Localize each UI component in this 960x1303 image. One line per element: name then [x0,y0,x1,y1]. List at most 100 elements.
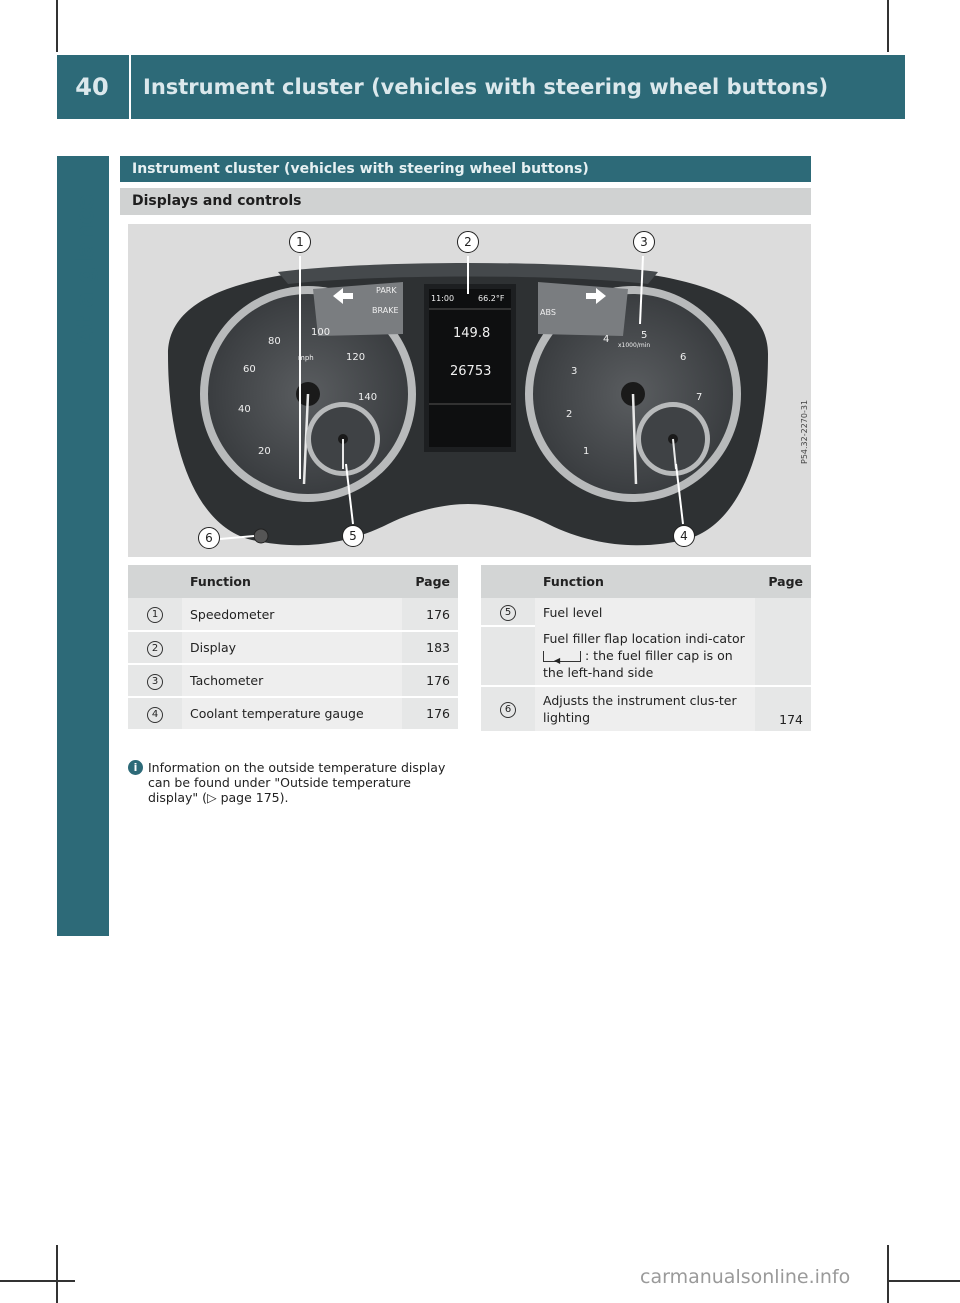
crop-mark-bottom-right-v [887,1245,889,1303]
row-number-badge: 2 [147,640,163,657]
table-header-num [481,565,535,598]
row-number-badge: 5 [500,604,516,621]
instrument-cluster-illustration [128,224,811,557]
row-page [755,626,811,687]
info-note-text: Information on the outside temperature d… [148,760,446,805]
fuel-flap-text-b: : the fuel filler cap is on the left-han… [543,648,733,680]
display-line-3: 26753 [450,364,492,379]
table-header-page: Page [402,565,458,598]
callout-5: 5 [342,525,364,547]
callout-5-label: 5 [349,529,357,543]
function-table-right: Function Page 5 Fuel level Fuel filler f… [481,565,811,733]
table-row: 4 Coolant temperature gauge 176 [128,697,458,731]
row-function: Coolant temperature gauge [182,697,402,731]
brake-label: BRAKE [372,306,399,315]
row-number: 4 [128,697,182,731]
row-number-badge: 1 [147,607,163,623]
row-page: 176 [402,664,458,698]
callout-4-leader [675,463,684,525]
speedo-numbers: 20 40 60 80 100 120 140 mph 1 2 3 4 5 6 … [128,224,811,557]
table-row: 3 Tachometer 176 [128,664,458,698]
tacho-tick-3: 3 [571,366,578,377]
row-function: Fuel filler flap location indi-cator ◀ :… [535,626,755,687]
speedo-tick-20: 20 [258,446,271,457]
right-indicator-panel [538,282,628,336]
subsection-title: Displays and controls [120,188,811,215]
table-header-num [128,565,182,598]
tachometer-needle [631,393,638,485]
table-row: Fuel filler flap location indi-cator ◀ :… [481,626,811,687]
callout-6: 6 [198,527,220,549]
abs-label: ABS [540,308,556,317]
tacho-tick-7: 7 [696,392,703,403]
display-temperature: 66.2°F [478,294,505,303]
figure-code: P54.32-2270-31 [800,399,809,464]
speedo-tick-120: 120 [346,352,366,363]
central-display-screen [429,289,511,447]
page-header: 40 Instrument cluster (vehicles with ste… [57,55,905,119]
table-row: 5 Fuel level [481,598,811,627]
fuel-flap-text-a: Fuel filler flap location indi-cator [543,631,745,646]
crop-mark-bottom-left-h [0,1280,75,1282]
tacho-tick-1: 1 [583,446,590,457]
section-title: Instrument cluster (vehicles with steeri… [120,156,811,182]
display-time: 11:00 [431,294,455,303]
callout-2: 2 [457,231,479,253]
callout-4-label: 4 [680,529,688,543]
watermark: carmanualsonline.info [640,1266,851,1288]
instrument-cluster-figure: 20 40 60 80 100 120 140 mph 1 2 3 4 5 6 … [128,224,811,557]
row-number-badge: 6 [500,702,516,718]
function-table-left: Function Page 1 Speedometer 176 2 Displa… [128,565,458,731]
table-row: 1 Speedometer 176 [128,598,458,632]
row-function: Speedometer [182,598,402,632]
callout-2-label: 2 [464,235,472,249]
row-function: Adjusts the instrument clus-ter lighting [535,686,755,733]
callout-1-label: 1 [296,235,304,249]
table-header-page: Page [755,565,811,598]
speedo-tick-80: 80 [268,336,281,347]
callout-1: 1 [289,231,311,253]
left-turn-arrow-icon [333,288,353,304]
speedo-tick-100: 100 [311,327,331,338]
table-row: 2 Display 183 [128,631,458,665]
tacho-unit-label: x1000/min [618,342,651,349]
row-number [481,626,535,687]
side-tab-label: At a glance [71,193,99,347]
callout-5-leader [345,463,354,525]
crop-mark-top-left-v [56,0,58,52]
right-turn-arrow-icon [586,288,606,304]
info-icon: i [128,760,143,775]
row-function: Tachometer [182,664,402,698]
callout-3-label: 3 [640,235,648,249]
speedo-tick-140: 140 [358,392,378,403]
side-tab-bar [57,156,109,936]
row-page [755,598,811,626]
row-number: 5 [481,598,535,627]
table-header-row: Function Page [128,565,458,598]
fuel-gauge-needle [672,438,677,470]
speedo-tick-60: 60 [243,364,256,375]
row-function: Display [182,631,402,665]
header-title: Instrument cluster (vehicles with steeri… [143,75,829,99]
display-line-1: 149.8 [453,326,491,341]
row-page: 174 [755,686,811,733]
row-number-badge: 3 [147,673,163,690]
fuel-filler-flap-icon: ◀ [543,651,581,665]
row-number: 1 [128,598,182,632]
callout-6-label: 6 [205,531,213,545]
callout-3: 3 [633,231,655,253]
speedo-tick-40: 40 [238,404,251,415]
crop-mark-bottom-right-h [887,1280,960,1282]
table-header-function: Function [182,565,402,598]
row-number: 2 [128,631,182,665]
row-page: 183 [402,631,458,665]
header-separator [129,55,131,119]
callout-3-leader [639,255,644,325]
row-page: 176 [402,697,458,731]
crop-mark-top-right-v [887,0,889,52]
table-row: 6 Adjusts the instrument clus-ter lighti… [481,686,811,733]
row-number-badge: 4 [147,706,163,723]
callout-4: 4 [673,525,695,547]
tacho-tick-2: 2 [566,409,573,420]
park-label: PARK [376,286,397,295]
